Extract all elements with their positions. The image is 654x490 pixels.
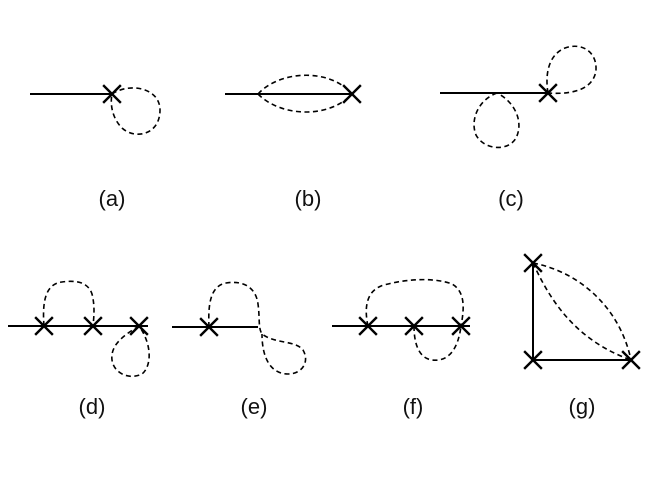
vertex-cross (451, 316, 471, 336)
dashed-loop (110, 87, 161, 136)
diagram-label: (c) (498, 186, 524, 211)
diagram-d: (d) (8, 280, 150, 419)
diagram-a: (a) (30, 84, 161, 211)
diagram-label: (a) (99, 186, 126, 211)
vertex-cross (83, 316, 103, 336)
dashed-arch (42, 280, 95, 327)
vertex-cross (102, 84, 122, 104)
dashed-s-curve (207, 281, 307, 375)
diagram-b: (b) (225, 74, 362, 211)
vertex-cross (129, 316, 149, 336)
vertex-cross (523, 253, 543, 273)
diagram-label: (e) (241, 394, 268, 419)
dashed-arc-upper (257, 74, 353, 95)
dashed-loop-lower (413, 325, 462, 361)
vertex-cross (358, 316, 378, 336)
diagram-f: (f) (332, 278, 471, 419)
diagram-label: (d) (79, 394, 106, 419)
vertex-cross (342, 84, 362, 104)
diagram-label: (b) (295, 186, 322, 211)
vertex-cross (538, 83, 558, 103)
diagram-g: (g) (523, 253, 641, 419)
dashed-loop-upper (546, 45, 597, 95)
dashed-loop-lower (473, 92, 520, 149)
dashed-loop-lower (111, 325, 150, 378)
vertex-cross (199, 317, 219, 337)
diagram-label: (g) (569, 394, 596, 419)
dashed-arch-wide (365, 278, 464, 327)
dashed-arc-outer (532, 262, 632, 361)
vertex-cross (34, 316, 54, 336)
diagram-c: (c) (440, 45, 597, 211)
diagram-label: (f) (403, 394, 424, 419)
vertex-cross (523, 350, 543, 370)
dashed-arc-lower (257, 93, 353, 113)
vertex-cross (404, 316, 424, 336)
vertex-cross (621, 350, 641, 370)
dashed-arc-inner (532, 262, 632, 361)
diagram-e: (e) (172, 281, 307, 419)
